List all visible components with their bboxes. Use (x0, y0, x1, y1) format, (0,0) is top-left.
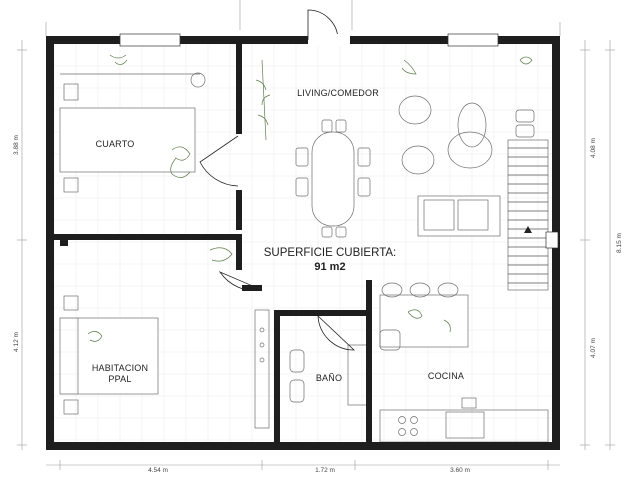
room-label-cuarto: CUARTO (96, 139, 135, 149)
stove-burner (398, 416, 406, 424)
plant-icon (401, 59, 417, 75)
dimension-bottom-left: 4.54 m (148, 467, 168, 474)
plant-icon (109, 54, 128, 65)
dimension-left-bottom: 4.12 m (13, 332, 20, 352)
kitchen-counter (379, 409, 549, 443)
cocina-furniture (379, 282, 549, 443)
plant-icon (519, 56, 533, 65)
plant-icon (87, 331, 103, 342)
area-label: SUPERFICIE CUBIERTA: (264, 247, 397, 259)
window (447, 33, 499, 47)
cuarto-door (199, 135, 239, 187)
dimension-bottom-middle: 1.72 m (315, 467, 335, 474)
kitchen-sink (445, 411, 485, 439)
plant-icon (170, 146, 191, 178)
dimension-bottom-right: 3.60 m (450, 467, 470, 474)
window (545, 231, 559, 249)
room-label-habitacion-sub: PPAL (108, 374, 131, 384)
area-value: 91 m2 (314, 261, 345, 273)
room-label-cocina: COCINA (428, 371, 464, 381)
room-label-living: LIVING/COMEDOR (297, 88, 379, 98)
plant-icon (407, 309, 423, 319)
toilet (289, 349, 305, 373)
bano-door (317, 315, 356, 351)
bidet (289, 379, 305, 403)
dimension-right-bottom: 4.07 m (590, 338, 597, 358)
staircase (507, 139, 549, 291)
doors (199, 9, 356, 351)
stair-arrow-icon (524, 226, 532, 233)
windows (119, 33, 559, 249)
habitacion-door (218, 271, 263, 291)
dimension-left-top: 3.88 m (13, 135, 20, 155)
habitacion-furniture (59, 295, 270, 429)
main-bed (77, 317, 159, 395)
cuarto-furniture (59, 54, 206, 193)
dimension-lines (17, 0, 615, 470)
wardrobe (254, 309, 270, 429)
plant-icon (443, 319, 451, 333)
plant-icon (209, 247, 233, 262)
dimension-right-total: 8.15 m (616, 233, 623, 253)
dimension-right-top: 4.08 m (590, 138, 597, 158)
plant-strip-icon (255, 59, 271, 141)
window (119, 33, 181, 47)
armchair (401, 145, 435, 175)
lounge-chair (457, 102, 487, 148)
room-label-bano: BAÑO (316, 373, 342, 383)
dining-table (311, 131, 355, 227)
cuarto-bed (59, 107, 196, 173)
room-label-habitacion: HABITACION (92, 363, 148, 373)
living-furniture (209, 56, 535, 262)
kitchen-island (379, 294, 469, 348)
sofa (417, 195, 501, 237)
armchair (398, 95, 432, 125)
